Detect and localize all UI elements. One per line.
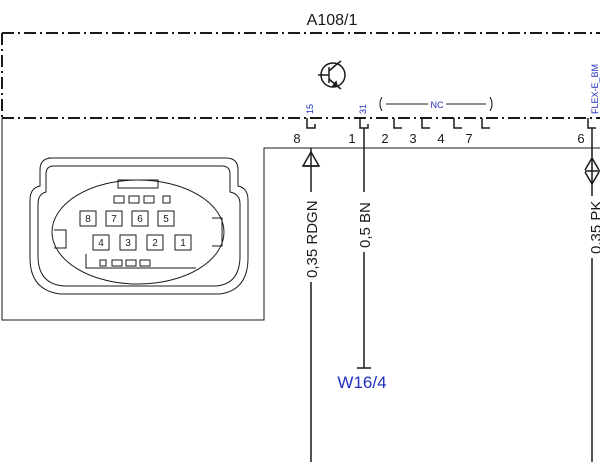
nc-label: NC bbox=[431, 100, 444, 110]
signal-flex-label: FLEX-E_BM bbox=[590, 64, 600, 114]
connector-pin-cell bbox=[131, 210, 149, 227]
connector-pin-cell bbox=[92, 234, 110, 251]
wire-rdgn-label: 0,35 RDGN bbox=[304, 200, 321, 278]
wire-rdgn bbox=[301, 148, 321, 462]
pin-8-label: 8 bbox=[293, 131, 300, 146]
pin-4-label: 4 bbox=[437, 131, 444, 146]
nc-bracket bbox=[379, 96, 493, 112]
connector-pin-cell bbox=[119, 234, 137, 251]
connector-pin-number: 8 bbox=[85, 214, 91, 225]
wire-bn-label: 0,5 BN bbox=[357, 202, 374, 248]
connector-pin-cell bbox=[79, 210, 97, 227]
connector-pin-labels: 8 7 6 5 4 3 2 1 bbox=[85, 214, 186, 249]
connector-pin-grid bbox=[79, 210, 192, 251]
connector-pin-cell bbox=[146, 234, 164, 251]
connector-pin-cell bbox=[105, 210, 123, 227]
connector-face bbox=[29, 157, 249, 295]
transistor-icon bbox=[318, 60, 346, 90]
pin-6-label: 6 bbox=[577, 131, 584, 146]
connector-pin-number: 5 bbox=[163, 214, 169, 225]
component-boundary bbox=[1, 32, 600, 119]
ground-reference-label: W16/4 bbox=[337, 373, 386, 392]
pin-1-label: 1 bbox=[348, 131, 355, 146]
component-name: A108/1 bbox=[307, 12, 358, 29]
connector-pin-number: 3 bbox=[125, 238, 131, 249]
connector-housing bbox=[1, 118, 600, 321]
wire-pk bbox=[584, 128, 600, 462]
pin-3-label: 3 bbox=[409, 131, 416, 146]
signal-31-label: 31 bbox=[358, 104, 368, 114]
connector-pin-number: 7 bbox=[111, 214, 117, 225]
connector-pin-number: 2 bbox=[152, 238, 158, 249]
connector-pin-number: 1 bbox=[180, 238, 186, 249]
pin-stubs bbox=[306, 118, 596, 129]
connector-pin-number: 4 bbox=[98, 238, 104, 249]
connector-pin-cell bbox=[174, 234, 192, 251]
pin-2-label: 2 bbox=[381, 131, 388, 146]
pin-7-label: 7 bbox=[465, 131, 472, 146]
wire-pk-label: 0,35 PK bbox=[588, 201, 600, 254]
connector-pin-cell bbox=[157, 210, 175, 227]
connector-pin-number: 6 bbox=[137, 214, 143, 225]
signal-15-label: 15 bbox=[305, 104, 315, 114]
wire-bn bbox=[357, 128, 371, 369]
